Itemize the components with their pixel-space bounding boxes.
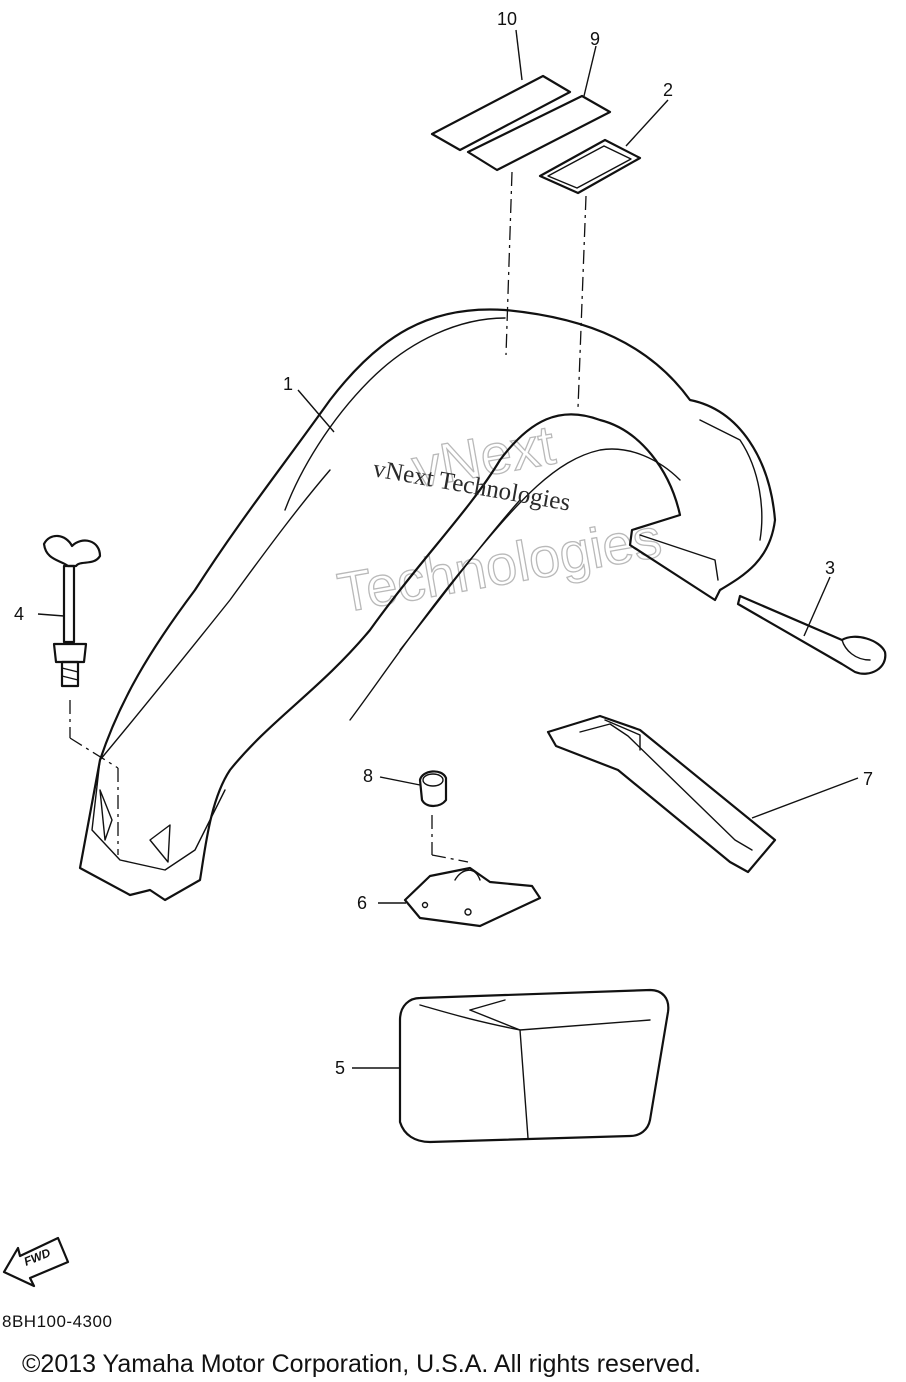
callout-10: 10: [497, 9, 517, 29]
part-9-decal: [466, 94, 612, 172]
leader-1: [297, 389, 335, 433]
alignment-line-label: [577, 195, 587, 409]
leader-4: [37, 613, 65, 617]
alignment-line-bolt-b: [69, 737, 119, 769]
leader-8: [379, 776, 421, 786]
callout-1: 1: [283, 374, 293, 394]
copyright-notice: ©2013 Yamaha Motor Corporation, U.S.A. A…: [22, 1350, 701, 1378]
part-6-plate: [403, 866, 542, 928]
callout-5: 5: [335, 1058, 345, 1078]
leader-7: [751, 777, 859, 819]
part-5-block: [398, 988, 670, 1144]
callout-3: 3: [825, 558, 835, 578]
callout-2: 2: [663, 80, 673, 100]
part-2-label: [538, 138, 642, 195]
leader-2: [625, 99, 669, 147]
callout-4: 4: [14, 604, 24, 624]
callout-8: 8: [363, 766, 373, 786]
part-8-nut: [418, 770, 448, 808]
leader-3: [803, 576, 831, 637]
part-code: 8BH100-4300: [2, 1312, 113, 1331]
part-10-decal: [430, 74, 572, 152]
alignment-line-nut-b: [431, 854, 469, 863]
leader-10: [515, 29, 523, 81]
fwd-arrow-icon: FWD: [2, 1236, 70, 1288]
callout-9: 9: [590, 29, 600, 49]
part-4-wing-bolt: [42, 534, 102, 688]
alignment-line-decal: [505, 171, 513, 356]
watermark-large: vNext Technologies: [332, 412, 666, 625]
fwd-label: FWD: [22, 1245, 53, 1268]
callout-7: 7: [863, 769, 873, 789]
part-1-cover: [78, 308, 777, 902]
part-3-rod: [736, 594, 887, 675]
part-7-bracket: [546, 714, 777, 874]
callout-6: 6: [357, 893, 367, 913]
leader-9: [583, 45, 597, 97]
